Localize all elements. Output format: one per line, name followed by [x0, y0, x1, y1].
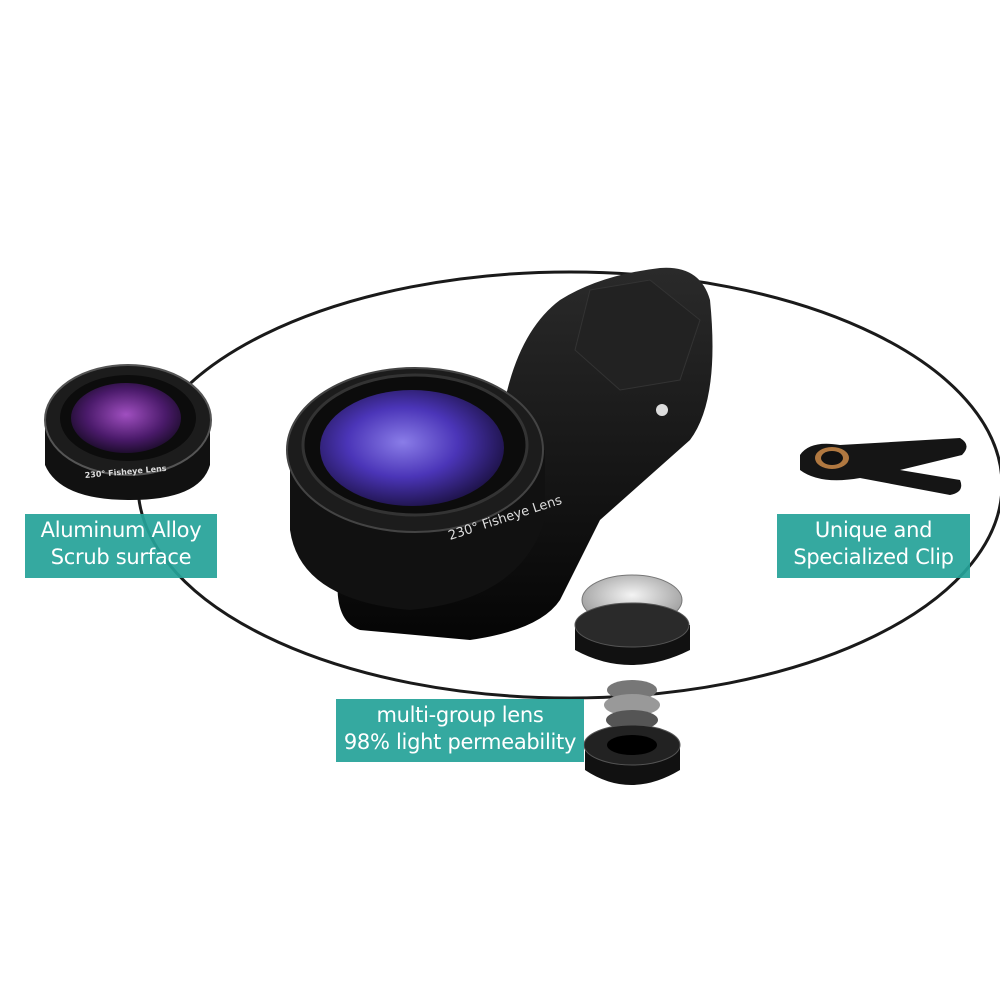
label-aluminum-line1: Aluminum Alloy	[40, 518, 202, 542]
label-multi-group-lens: multi-group lens 98% light permeability	[336, 699, 584, 762]
fisheye-lens: 230° Fisheye Lens	[44, 364, 212, 500]
label-clip-line1: Unique and	[814, 518, 933, 542]
label-lens-line2: 98% light permeability	[343, 730, 577, 754]
label-clip-line2: Specialized Clip	[793, 545, 954, 569]
label-specialized-clip: Unique and Specialized Clip	[777, 514, 970, 578]
clip-image	[800, 438, 967, 495]
label-lens-line1: multi-group lens	[376, 703, 544, 727]
label-aluminum-line2: Scrub surface	[50, 545, 192, 569]
main-clip-lens: 230° Fisheye Lens	[286, 267, 713, 640]
label-aluminum-alloy: Aluminum Alloy Scrub surface	[25, 514, 217, 578]
lens-stack	[574, 574, 690, 785]
